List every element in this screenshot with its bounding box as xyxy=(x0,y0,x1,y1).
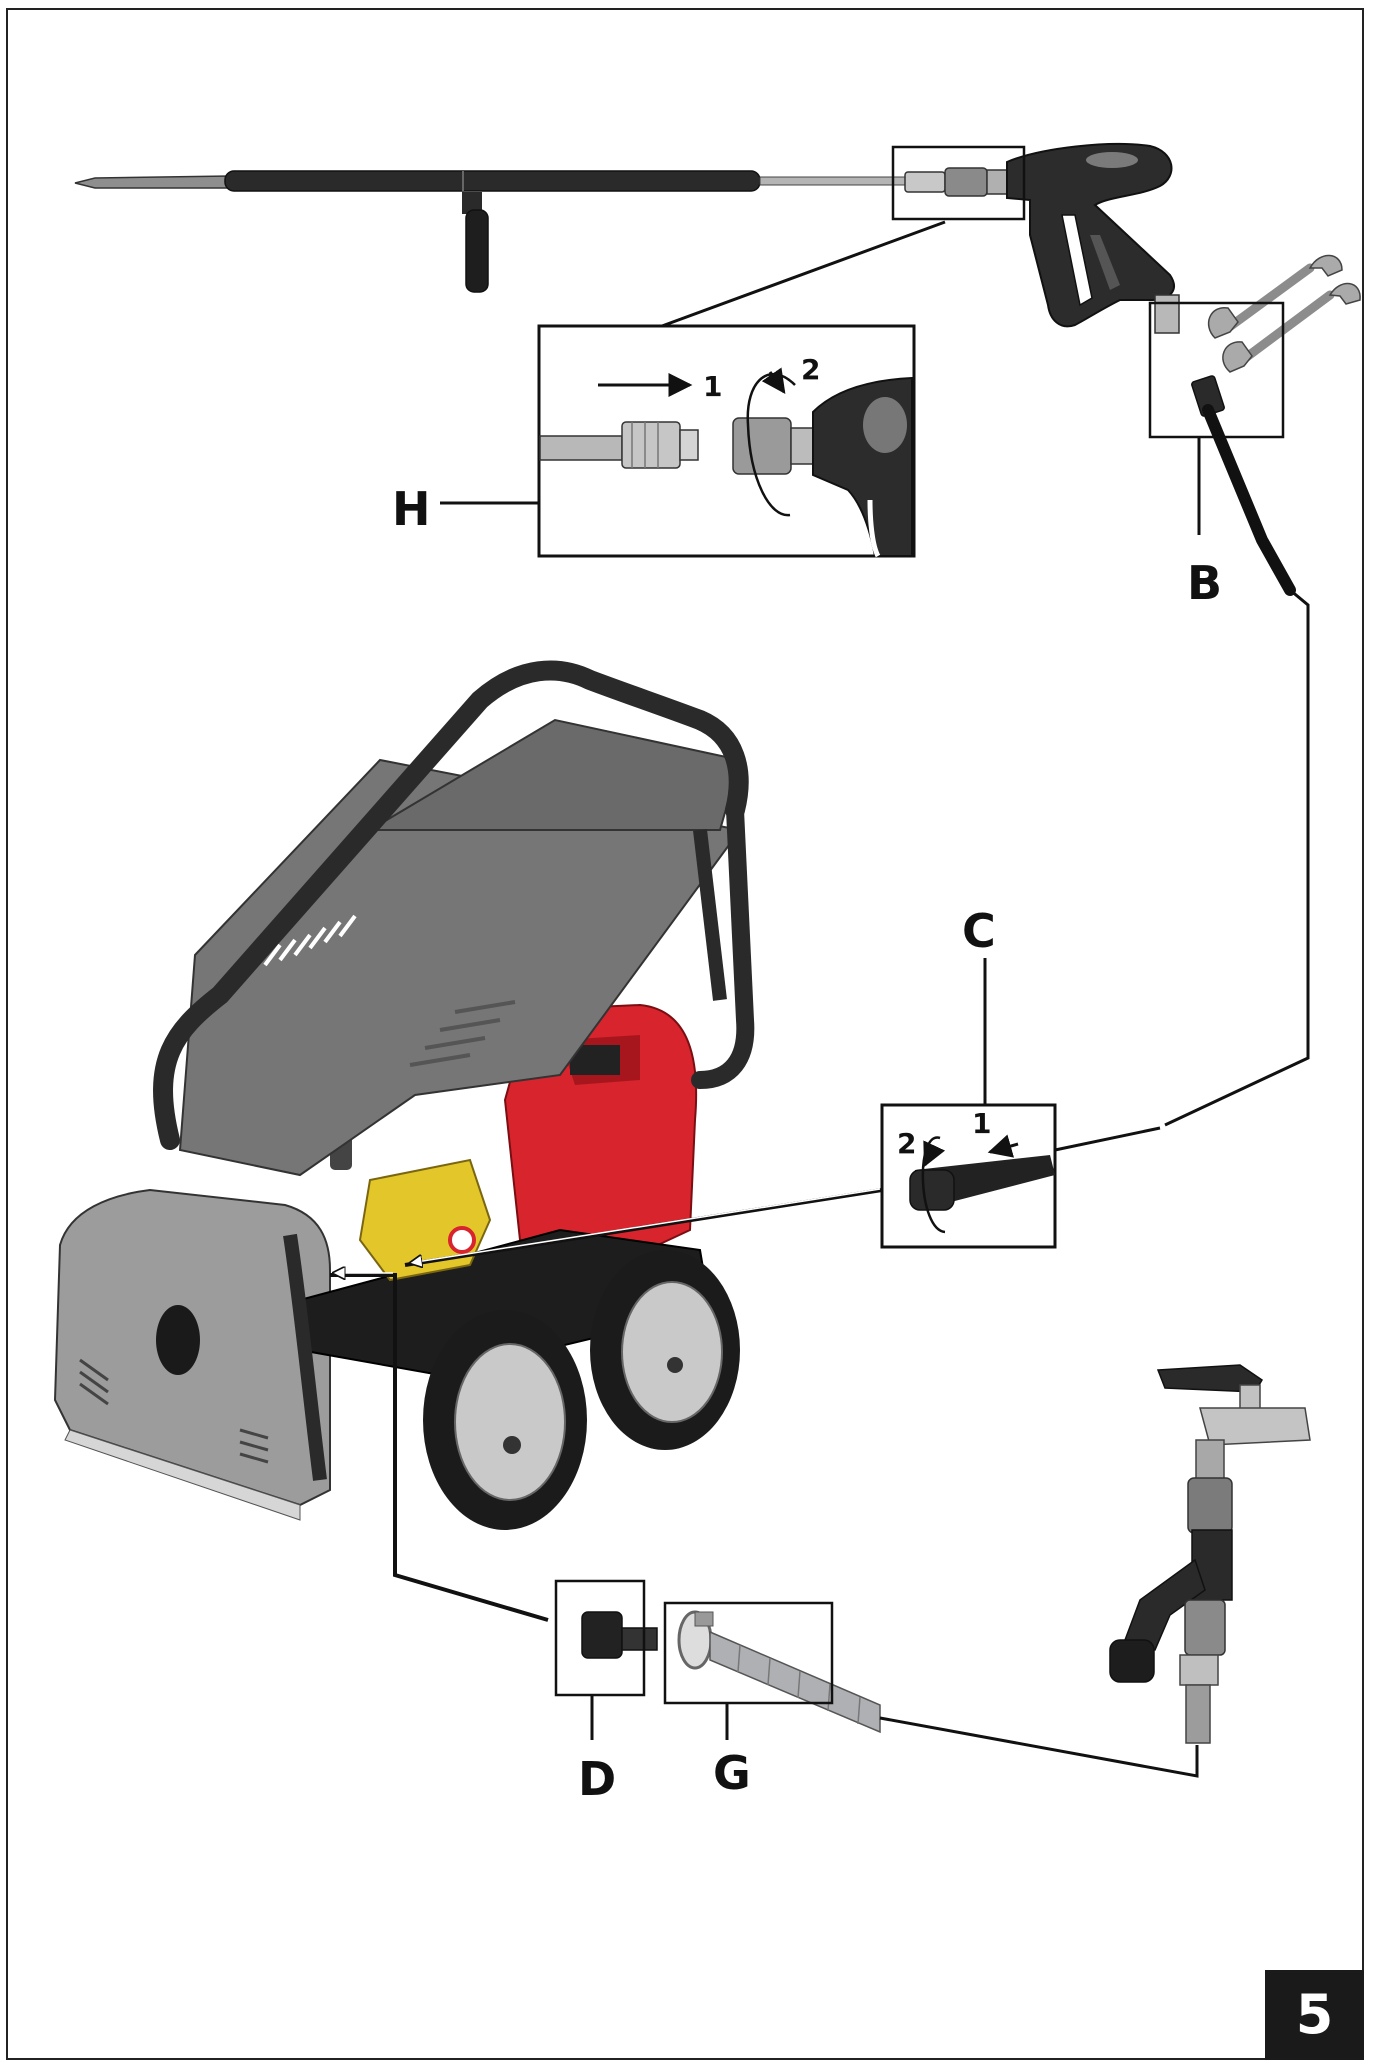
callout-label-h: H xyxy=(392,482,431,536)
hose-b-fitting xyxy=(1191,375,1296,596)
callout-label-b: B xyxy=(1187,556,1223,610)
step-c-push: 1 xyxy=(972,1107,992,1140)
callout-label-d: D xyxy=(578,1752,617,1806)
wheel-rear xyxy=(590,1250,740,1450)
callout-label-c: C xyxy=(962,904,996,958)
spray-lance xyxy=(74,170,911,293)
page-number-box: 5 xyxy=(1265,1970,1364,2060)
hose-g-clamp xyxy=(677,1610,881,1734)
hose-b-box xyxy=(1148,301,1285,439)
connection-arrow-c xyxy=(404,1188,883,1267)
step-h-push: 1 xyxy=(703,370,723,403)
inlet-d-box xyxy=(554,1579,646,1697)
detail-c-box xyxy=(880,1103,1057,1249)
detail-h-box xyxy=(537,324,916,558)
hose-c-extension xyxy=(1054,1126,1161,1152)
hose-g-box xyxy=(663,1601,834,1705)
wheel-front xyxy=(423,1310,587,1530)
callout-label-g: G xyxy=(713,1746,751,1800)
spray-gun xyxy=(904,142,1180,334)
pressure-washer xyxy=(53,660,755,1530)
page-number: 5 xyxy=(1295,1983,1334,2046)
water-supply-hose xyxy=(879,1716,1199,1778)
high-pressure-hose xyxy=(1164,588,1310,1127)
inlet-d-fitting xyxy=(581,1611,658,1659)
detail-h-leader xyxy=(661,220,946,328)
water-tap xyxy=(1109,1364,1311,1744)
step-c-turn: 2 xyxy=(897,1127,917,1160)
connection-arrow-d xyxy=(330,1273,549,1622)
step-h-turn: 2 xyxy=(801,353,821,386)
wrench-icon xyxy=(1207,254,1361,373)
gun-connection-box xyxy=(891,145,1026,221)
